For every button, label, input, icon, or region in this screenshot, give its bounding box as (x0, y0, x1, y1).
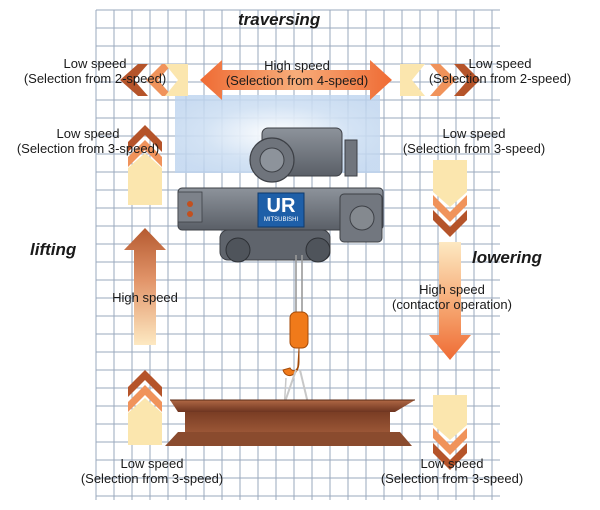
label-line1: High speed (264, 58, 330, 73)
traverse-right-chevron-mid (430, 64, 456, 96)
lift-bottom-block-light (128, 398, 162, 445)
lower-high-arrow (429, 242, 471, 360)
lower-arrows (429, 160, 471, 470)
label-line2: (Selection from 2-speed) (428, 71, 572, 86)
label-lift-high: High speed (95, 290, 195, 305)
heading-traversing: traversing (238, 10, 321, 29)
lower-bottom-chevron-dark (433, 443, 467, 470)
hook-block (289, 311, 309, 349)
ur-logo-subtext: MITSUBISHI (263, 217, 299, 223)
heading-lowering: lowering (472, 248, 542, 267)
ur-logo-text: UR (266, 195, 296, 217)
lift-bottom-chevron-dark (128, 370, 162, 397)
lift-bottom-chevron-mid (128, 385, 162, 412)
hook (282, 347, 300, 377)
traverse-right-chevron-dark (454, 64, 480, 96)
lower-bottom-chevron-mid (433, 428, 467, 455)
ur-logo-plate (257, 192, 305, 228)
label-lift-low-top: Low speed (Selection from 3-speed) (0, 126, 176, 156)
label-line1: Low speed (56, 126, 120, 141)
label-line2: (Selection from 4-speed) (225, 73, 369, 88)
label-line2: (Selection from 3-speed) (80, 471, 224, 486)
lower-top-block-light (433, 160, 467, 207)
label-line1: Low speed (420, 456, 484, 471)
lift-top-chevron-dark (128, 125, 162, 152)
hoist (177, 127, 384, 446)
i-beam-load (165, 399, 415, 446)
lift-high-arrow (124, 228, 166, 345)
traverse-left-chevron-dark (120, 64, 148, 96)
heading-lifting: lifting (30, 240, 77, 259)
label-line2: (Selection from 3-speed) (16, 141, 160, 156)
label-line1: High speed (419, 282, 485, 297)
lower-bottom-block-light (433, 395, 467, 440)
lower-top-chevron-mid (433, 195, 467, 222)
label-line2: (Selection from 3-speed) (380, 471, 524, 486)
lift-top-chevron-mid (128, 140, 162, 167)
label-line1: Low speed (442, 126, 506, 141)
label-line2: (Selection from 3-speed) (402, 141, 546, 156)
label-traverse-low-left: Low speed (Selection from 2-speed) (0, 56, 190, 86)
label-lift-low-bottom: Low speed (Selection from 3-speed) (62, 456, 242, 486)
traverse-high-arrow (200, 60, 392, 100)
traverse-left-chevron-mid (146, 64, 172, 96)
lift-arrows (124, 125, 166, 445)
label-line1: Low speed (120, 456, 184, 471)
label-lower-high: High speed (contactor operation) (374, 282, 530, 312)
label-line1: Low speed (63, 56, 127, 71)
label-lower-low-bottom: Low speed (Selection from 3-speed) (362, 456, 542, 486)
label-traverse-high: High speed (Selection from 4-speed) (198, 58, 396, 88)
traverse-arrows (120, 60, 480, 100)
label-line2: (contactor operation) (392, 297, 512, 312)
traverse-right-block-light (400, 64, 425, 96)
lift-top-block-light (128, 153, 162, 205)
label-traverse-low-right: Low speed (Selection from 2-speed) (404, 56, 596, 86)
label-line1: Low speed (468, 56, 532, 71)
lower-top-chevron-dark (433, 210, 467, 237)
traverse-left-block-light (165, 64, 188, 96)
label-line1: High speed (112, 290, 178, 305)
label-line2: (Selection from 2-speed) (23, 71, 167, 86)
label-lower-low-top: Low speed (Selection from 3-speed) (386, 126, 562, 156)
